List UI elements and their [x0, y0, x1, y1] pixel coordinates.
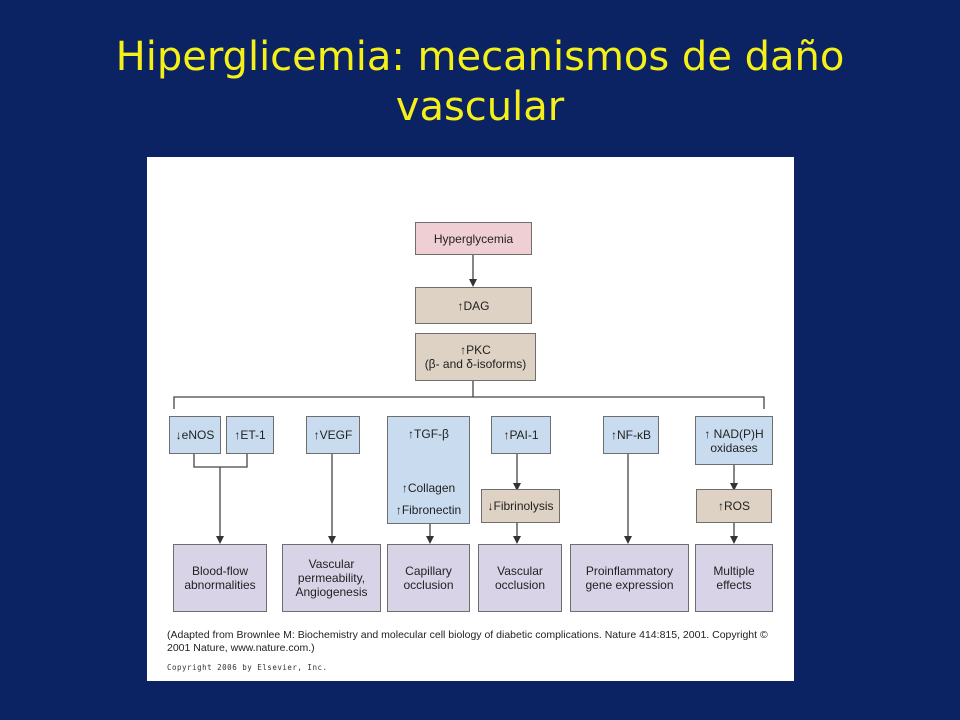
- blood-flow-box: Blood-flow abnormalities: [173, 544, 267, 612]
- nadph-box: ↑ NAD(P)H oxidases: [695, 416, 773, 465]
- vascular-permeability-box: Vascular permeability, Angiogenesis: [282, 544, 381, 612]
- enos-et1-merge: [193, 454, 248, 468]
- et1-box: ↑ET-1: [226, 416, 274, 454]
- fibrinolysis-box: ↓Fibrinolysis: [481, 489, 560, 523]
- copyright-notice: Copyright 2006 by Elsevier, Inc.: [167, 663, 328, 672]
- vascular-occlusion-box: Vascular occlusion: [478, 544, 562, 612]
- capillary-occlusion-box: Capillary occlusion: [387, 544, 470, 612]
- pkc-box: ↑PKC (β- and δ-isoforms): [415, 333, 536, 381]
- dag-box: ↑DAG: [415, 287, 532, 324]
- tgfb-label: ↑TGF-β: [408, 427, 449, 441]
- vegf-box: ↑VEGF: [306, 416, 360, 454]
- collagen-label: ↑Collagen: [401, 481, 456, 495]
- proinflammatory-box: Proinflammatory gene expression: [570, 544, 689, 612]
- multiple-effects-box: Multiple effects: [695, 544, 773, 612]
- connector-lines: [173, 255, 765, 544]
- pkc-bracket: [173, 396, 765, 409]
- enos-box: ↓eNOS: [169, 416, 221, 454]
- slide-title: Hiperglicemia: mecanismos de daño vascul…: [115, 34, 845, 130]
- tgfb-box: [387, 416, 470, 524]
- fibronectin-label: ↑Fibronectin: [395, 503, 462, 517]
- figure-caption: (Adapted from Brownlee M: Biochemistry a…: [167, 629, 768, 654]
- hyperglycemia-box: Hyperglycemia: [415, 222, 532, 255]
- pai1-box: ↑PAI-1: [491, 416, 551, 454]
- ros-box: ↑ROS: [696, 489, 772, 523]
- pathway-figure: Hyperglycemia ↑DAG ↑PKC (β- and δ-isofor…: [147, 157, 794, 681]
- nfkb-box: ↑NF-κB: [603, 416, 659, 454]
